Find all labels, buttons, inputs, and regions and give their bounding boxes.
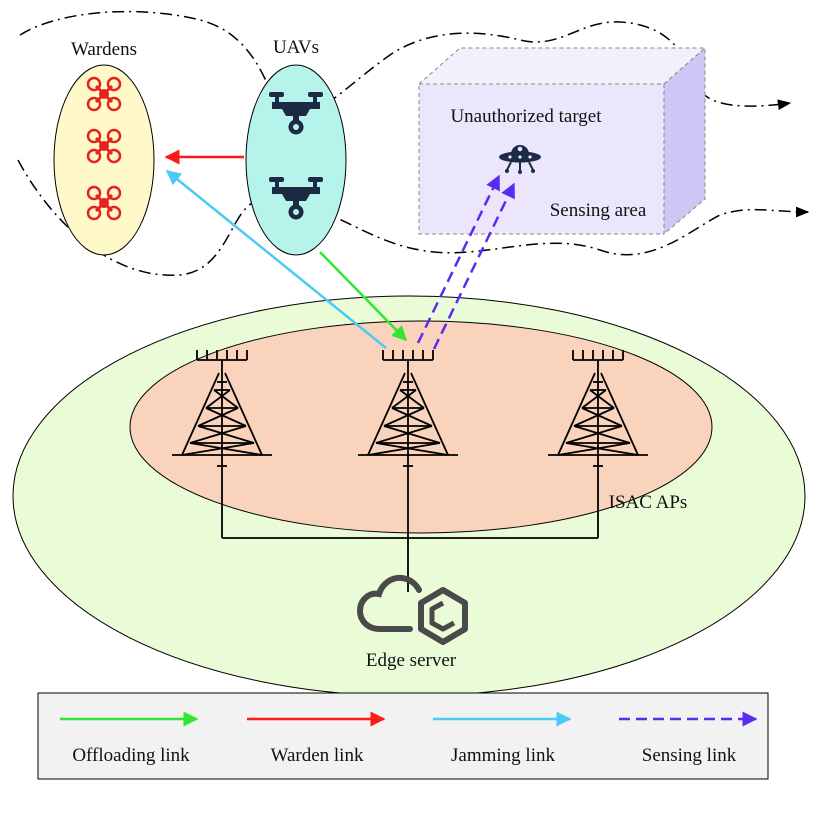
target-label: Unauthorized target <box>450 106 602 127</box>
backhaul-wiring <box>221 466 599 592</box>
sensing-link <box>432 182 516 350</box>
jamming-link <box>165 170 387 349</box>
offloading-link <box>319 251 408 342</box>
uavs-group <box>245 64 347 256</box>
wardens-group <box>53 64 155 256</box>
legend-jamming-label: Jamming link <box>451 745 555 766</box>
wardens-label: Wardens <box>71 39 137 60</box>
sensing-area-top <box>417 47 707 85</box>
legend-offloading-label: Offloading link <box>72 745 190 766</box>
uavs-label: UAVs <box>273 37 319 58</box>
flight-trajectory-lower <box>17 159 810 276</box>
sensing-area-box <box>418 83 665 235</box>
isac-aps-label: ISAC APs <box>609 492 688 513</box>
legend-sensing-label: Sensing link <box>642 745 737 766</box>
cloud-server-icon <box>356 574 468 645</box>
legend-warden-label: Warden link <box>271 745 364 766</box>
sensing-area-label: Sensing area <box>550 200 647 221</box>
edge-server-label: Edge server <box>366 650 457 671</box>
ap-cluster-region <box>129 320 713 534</box>
sensing-link <box>416 174 501 344</box>
legend: Offloading link Warden link Jamming link… <box>37 692 769 780</box>
